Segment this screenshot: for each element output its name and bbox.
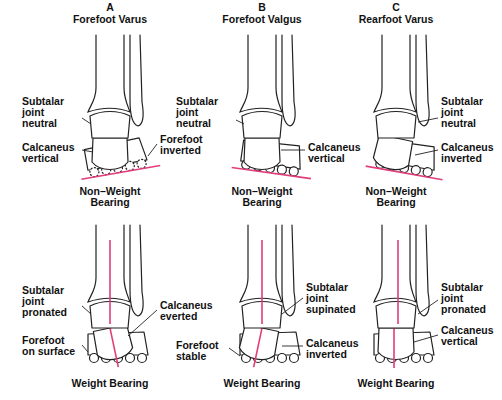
foot-figure <box>88 225 148 371</box>
label-text: Forefoot stable <box>176 339 219 362</box>
label-text: Weight Bearing <box>224 377 301 389</box>
foot-figure <box>374 225 434 368</box>
panel-title: Forefoot Varus <box>50 14 170 25</box>
label-text: Weight Bearing <box>358 377 435 389</box>
panel-letter: C <box>356 2 436 13</box>
leg-axis-line <box>261 240 263 324</box>
label-text: Subtalar joint neutral <box>441 95 483 129</box>
joint-label: Subtalar joint pronated <box>441 282 499 315</box>
joint-label: Subtalar joint neutral <box>176 96 234 129</box>
leader-line <box>418 118 438 122</box>
leader-line <box>281 150 305 151</box>
label-text: Non–Weight Bearing <box>79 185 140 208</box>
joint-label: Subtalar joint supinated <box>306 282 364 315</box>
label-text: Subtalar joint pronated <box>441 281 486 315</box>
label-text: Rearfoot Varus <box>359 13 434 25</box>
forefoot-bones <box>84 137 148 177</box>
label-text: Calcaneus inverted <box>306 337 359 360</box>
leg-axis-line <box>397 240 399 324</box>
leader-line <box>82 118 91 124</box>
leader-line <box>148 144 157 156</box>
label-text: B <box>258 1 266 13</box>
calcaneus-bone <box>372 134 414 172</box>
calcaneus-axis-line <box>393 322 395 368</box>
condition-label: Weight Bearing <box>50 378 170 389</box>
label-text: Calcaneus vertical <box>22 141 75 164</box>
leader-line <box>82 150 93 152</box>
joint-label: Subtalar joint neutral <box>22 96 80 129</box>
leg-bones <box>374 35 429 138</box>
condition-label: Non–Weight Bearing <box>351 186 441 208</box>
panel-letter: B <box>222 2 302 13</box>
calcaneus-axis-line <box>109 322 119 367</box>
leader-line <box>415 150 438 155</box>
leader-line <box>229 348 240 356</box>
calcaneus-label: Calcaneus vertical <box>22 142 80 164</box>
label-text: Calcaneus vertical <box>308 141 361 164</box>
forefoot-label: Forefoot stable <box>176 340 234 362</box>
leader-line <box>282 346 303 347</box>
leader-line <box>128 310 157 336</box>
leg-bones <box>240 35 295 138</box>
joint-label: Subtalar joint neutral <box>441 96 499 129</box>
condition-label: Non–Weight Bearing <box>65 186 155 208</box>
label-text: Calcaneus inverted <box>441 141 494 164</box>
calcaneus-label: Calcaneus inverted <box>306 338 364 360</box>
leg-bones <box>88 225 143 328</box>
leg-axis-line <box>109 240 111 324</box>
label-text: Forefoot Varus <box>73 13 147 25</box>
leg-bones <box>88 35 143 138</box>
calcaneus-label: Calcaneus inverted <box>441 142 499 164</box>
label-text: Non–Weight Bearing <box>231 185 292 208</box>
leg-bones <box>240 225 295 328</box>
label-text: Calcaneus vertical <box>441 324 494 347</box>
leader-line <box>418 300 438 314</box>
calcaneus-label: Calcaneus vertical <box>441 325 499 347</box>
label-text: Forefoot Valgus <box>222 13 301 25</box>
foot-figure <box>366 35 448 180</box>
label-text: Subtalar joint neutral <box>22 95 64 129</box>
leader-lines <box>82 118 438 356</box>
calcaneus-bone <box>92 138 128 170</box>
panel-letter: A <box>70 2 150 13</box>
leader-line <box>82 306 91 314</box>
label-text: Subtalar joint pronated <box>22 284 67 318</box>
panel-title: Rearfoot Varus <box>336 14 456 25</box>
calcaneus-axis-line <box>254 322 264 367</box>
label-text: Non–Weight Bearing <box>365 185 426 208</box>
forefoot-plane-line <box>232 167 311 178</box>
joint-label: Subtalar joint pronated <box>22 285 80 318</box>
leader-line <box>282 298 303 314</box>
leader-line <box>414 335 438 342</box>
calcaneus-label: Calcaneus vertical <box>308 142 366 164</box>
label-text: Subtalar joint neutral <box>176 95 218 129</box>
forefoot-label: Forefoot on surface <box>22 335 80 357</box>
label-text: Calcaneus everted <box>160 299 213 322</box>
leader-line <box>82 345 88 352</box>
foot-figure <box>232 35 316 179</box>
calcaneus-bone <box>244 138 280 170</box>
label-text: Weight Bearing <box>72 377 149 389</box>
label-text: Forefoot inverted <box>160 133 203 156</box>
calcaneus-bone <box>378 328 414 360</box>
label-text: C <box>392 1 400 13</box>
condition-label: Weight Bearing <box>336 378 456 389</box>
condition-label: Weight Bearing <box>202 378 322 389</box>
foot-figure <box>76 35 160 179</box>
leg-bones <box>374 225 429 328</box>
forefoot-label: Forefoot inverted <box>160 134 218 156</box>
condition-label: Non–Weight Bearing <box>217 186 307 208</box>
label-text: Forefoot on surface <box>22 334 75 357</box>
foot-figure <box>236 225 300 371</box>
calcaneus-label: Calcaneus everted <box>160 300 218 322</box>
forefoot-bones <box>240 138 304 177</box>
leader-line <box>236 120 244 124</box>
label-text: A <box>106 1 114 13</box>
panel-title: Forefoot Valgus <box>202 14 322 25</box>
label-text: Subtalar joint supinated <box>306 281 356 315</box>
